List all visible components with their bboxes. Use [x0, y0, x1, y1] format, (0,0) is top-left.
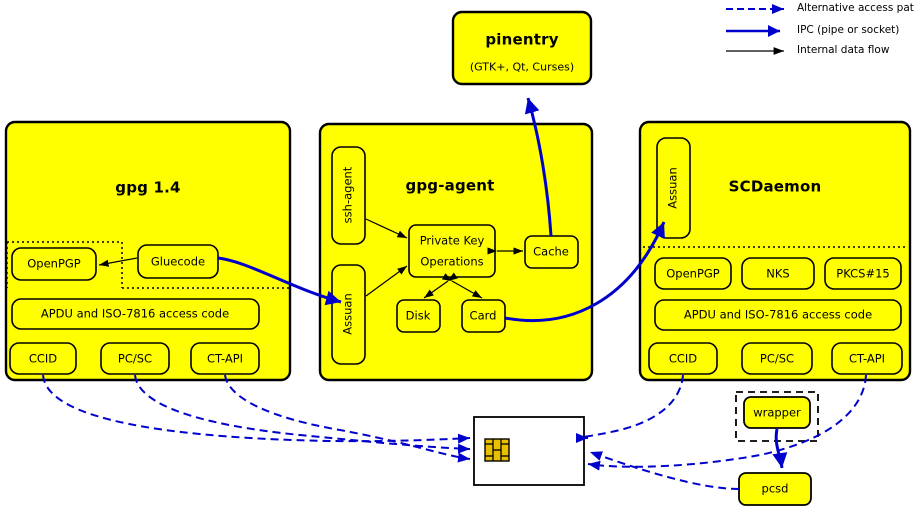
node-scd-openpgp[interactable] — [654, 257, 732, 290]
node-scd-ccid[interactable] — [648, 342, 718, 375]
node-scd-pkcs15[interactable] — [824, 257, 902, 290]
flow-gluecode-to-openpgp — [98, 257, 138, 267]
node-gpg-ccid[interactable] — [9, 342, 77, 375]
path-scd-ctapi-to-smartcard — [587, 374, 867, 471]
gpg-dotted-subregion — [6, 241, 289, 289]
path-pcsd-to-smartcard — [589, 451, 740, 490]
node-wrapper[interactable] — [743, 396, 811, 429]
flow-pko-to-card — [441, 273, 483, 299]
node-pcsd[interactable] — [738, 472, 812, 506]
node-gpg-ctapi[interactable] — [190, 342, 260, 375]
node-gpg-apdu[interactable] — [11, 298, 260, 330]
ipc-gluecode-to-agent-assuan — [217, 256, 342, 306]
node-scd-assuan[interactable] — [656, 137, 691, 239]
flow-assuan-to-pko — [365, 265, 408, 297]
node-scd-apdu[interactable] — [654, 299, 902, 331]
node-scd-pcsc[interactable] — [741, 342, 813, 375]
node-agent-private-key-operations[interactable] — [408, 224, 496, 278]
ipc-cache-to-pinentry — [524, 97, 553, 237]
node-gpg-openpgp[interactable] — [11, 247, 97, 281]
smartcard-chip-icon — [484, 438, 510, 462]
node-gpg-pcsc[interactable] — [100, 342, 170, 375]
path-scd-ccid-to-smartcard — [575, 374, 684, 443]
node-scd-nks[interactable] — [741, 257, 815, 290]
node-agent-assuan[interactable] — [331, 264, 366, 365]
node-gpg-gluecode[interactable] — [137, 244, 219, 279]
ipc-wrapper-to-pcsd — [772, 428, 788, 469]
node-agent-ssh-agent[interactable] — [331, 146, 366, 245]
node-scd-ctapi[interactable] — [831, 342, 903, 375]
node-agent-disk[interactable] — [396, 299, 441, 333]
legend-group — [726, 4, 784, 55]
ipc-agent-card-to-scd-assuan — [504, 221, 666, 323]
path-gpg-ccid-to-smartcard — [42, 374, 471, 444]
block-pinentry[interactable] — [451, 10, 593, 86]
flow-ssh-agent-to-pko — [365, 218, 408, 239]
node-agent-card[interactable] — [461, 299, 506, 333]
path-gpg-pcsc-to-smartcard — [134, 374, 471, 454]
node-agent-cache[interactable] — [524, 235, 579, 269]
path-gpg-ctapi-to-smartcard — [224, 374, 471, 463]
